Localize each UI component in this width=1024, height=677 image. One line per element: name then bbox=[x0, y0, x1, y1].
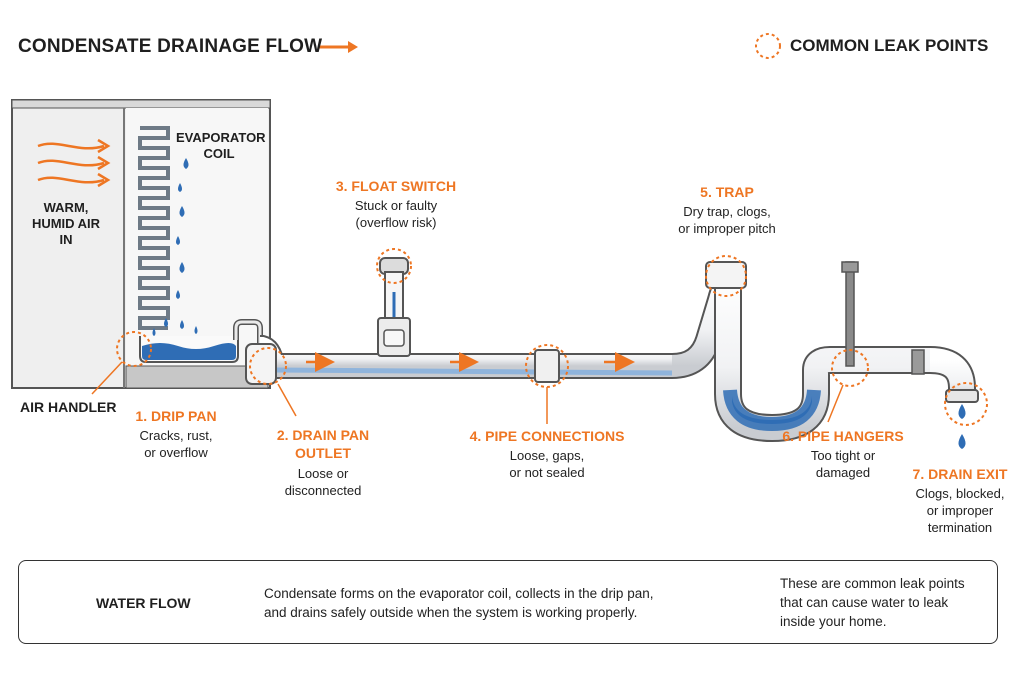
evaporator-coil-label: EVAPORATOR COIL bbox=[176, 130, 266, 161]
leak-point-7-title: 7. DRAIN EXIT bbox=[912, 466, 1008, 482]
leak-circle-drain-exit bbox=[944, 382, 988, 426]
legend-box bbox=[18, 560, 998, 644]
leak-point-6: 6. PIPE HANGERS Too tight or damaged bbox=[778, 428, 908, 481]
water-flow-legend-desc: Condensate forms on the evaporator coil,… bbox=[264, 586, 654, 620]
leak-circle-pipe-hangers bbox=[831, 349, 869, 387]
leak-point-1-desc: Cracks, rust, or overflow bbox=[139, 428, 213, 460]
condensate-droplets-icon bbox=[152, 158, 198, 336]
leak-point-6-desc: Too tight or damaged bbox=[810, 448, 876, 480]
leak-point-2-desc: Loose or disconnected bbox=[284, 466, 362, 498]
drip-pan bbox=[139, 319, 263, 363]
leak-circle-drip-pan bbox=[116, 331, 152, 367]
leak-circle-trap bbox=[705, 255, 747, 297]
leak-key-label: COMMON LEAK POINTS bbox=[790, 36, 989, 55]
warm-air-arrows-icon bbox=[37, 138, 111, 188]
leak-point-6-title: 6. PIPE HANGERS bbox=[782, 428, 904, 444]
leader-lines bbox=[91, 361, 844, 424]
evaporator-coil-icon bbox=[138, 126, 170, 330]
drain-pipe bbox=[245, 261, 979, 443]
leak-point-1-title: 1. DRIP PAN bbox=[135, 408, 217, 424]
leak-point-4-title: 4. PIPE CONNECTIONS bbox=[469, 428, 625, 444]
title-arrow-icon bbox=[318, 41, 358, 53]
drain-exit-droplets-icon bbox=[958, 404, 966, 449]
leak-legend-desc: These are common leak points that can ca… bbox=[780, 576, 965, 629]
air-handler-label: AIR HANDLER bbox=[20, 399, 117, 415]
leak-point-4: 4. PIPE CONNECTIONS Loose, gaps, or not … bbox=[464, 428, 630, 481]
water-flow-legend-label: WATER FLOW bbox=[96, 595, 191, 611]
leak-point-1: 1. DRIP PAN Cracks, rust, or overflow bbox=[126, 408, 226, 461]
leak-circle-drain-outlet bbox=[249, 347, 287, 385]
leak-point-5-desc: Dry trap, clogs, or improper pitch bbox=[678, 204, 776, 236]
leak-point-3: 3. FLOAT SWITCH Stuck or faulty (overflo… bbox=[322, 178, 470, 231]
leak-point-5-title: 5. TRAP bbox=[700, 184, 754, 200]
float-switch-icon bbox=[377, 257, 411, 357]
leak-point-7: 7. DRAIN EXIT Clogs, blocked, or imprope… bbox=[904, 466, 1016, 536]
leak-circle-float-switch bbox=[376, 248, 412, 284]
leak-point-2-title: 2. DRAIN PAN OUTLET bbox=[276, 427, 370, 461]
leak-point-4-desc: Loose, gaps, or not sealed bbox=[509, 448, 585, 480]
leak-point-3-desc: Stuck or faulty (overflow risk) bbox=[354, 198, 438, 230]
leak-point-3-title: 3. FLOAT SWITCH bbox=[335, 178, 457, 194]
pipe-coupling bbox=[534, 349, 560, 383]
air-in-label: WARM, HUMID AIR IN bbox=[31, 200, 101, 247]
leak-point-key-icon bbox=[755, 33, 781, 59]
leak-point-7-desc: Clogs, blocked, or improper termination bbox=[915, 486, 1005, 535]
page-title: CONDENSATE DRAINAGE FLOW bbox=[18, 36, 323, 57]
leak-point-5: 5. TRAP Dry trap, clogs, or improper pit… bbox=[656, 184, 798, 237]
leak-point-2: 2. DRAIN PAN OUTLET Loose or disconnecte… bbox=[268, 426, 378, 499]
pipe-hanger-icon bbox=[841, 261, 859, 367]
